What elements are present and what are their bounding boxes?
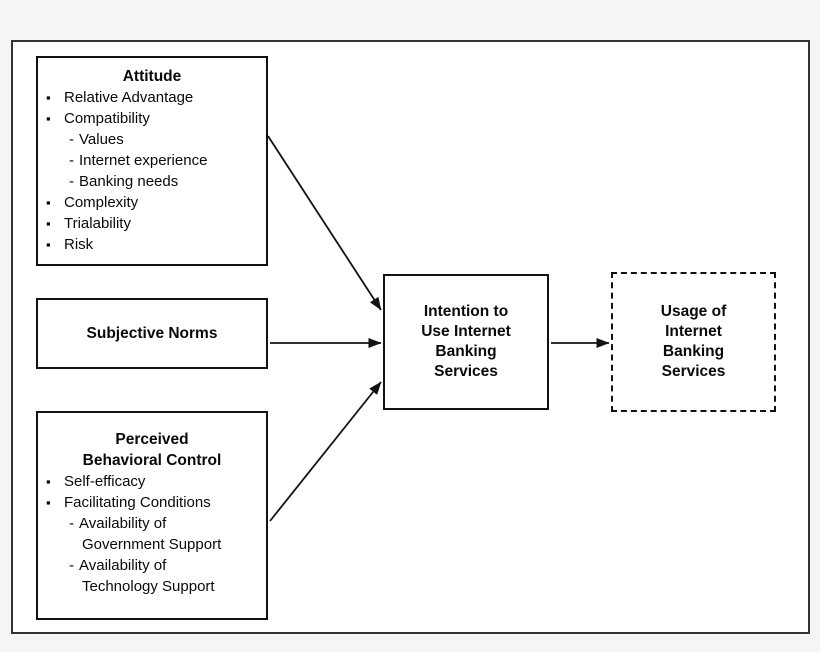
- list-item-label: Facilitating Conditions: [64, 494, 211, 511]
- intention-title-line: Intention to: [423, 303, 509, 320]
- square-bullet-marker: ▪: [46, 90, 51, 105]
- usage-box: Usage of Internet Banking Services: [611, 272, 776, 412]
- list-item-label-line2: Technology Support: [82, 578, 215, 595]
- dash-marker: -: [69, 557, 74, 574]
- square-bullet-marker: ▪: [46, 495, 51, 510]
- square-bullet-marker: ▪: [46, 216, 51, 231]
- list-item: -Banking needs: [38, 171, 266, 192]
- intention-title-line: Services: [434, 363, 498, 380]
- intention-title-line: Use Internet: [421, 323, 511, 340]
- pbc-title-line: Behavioral Control: [82, 452, 222, 469]
- list-item-label: Compatibility: [64, 110, 150, 127]
- intention-box: Intention to Use Internet Banking Servic…: [383, 274, 549, 410]
- square-bullet-marker: ▪: [46, 195, 51, 210]
- list-item: ▪ Relative Advantage: [38, 87, 266, 108]
- list-item-label: Values: [79, 131, 124, 148]
- list-item-label-line2: Government Support: [82, 536, 222, 553]
- list-item: -Availability of Technology Support: [38, 555, 266, 597]
- list-item-label: Availability of: [79, 515, 167, 532]
- pbc-title-line: Perceived: [115, 431, 189, 448]
- usage-title-line: Internet: [665, 323, 722, 340]
- list-item-label: Complexity: [64, 194, 139, 211]
- list-item-label: Trialability: [64, 215, 131, 232]
- dash-marker: -: [69, 173, 74, 190]
- perceived-behavioral-control-box: Perceived Behavioral Control ▪ Self-effic…: [36, 411, 268, 620]
- list-item: ▪ Risk: [38, 234, 266, 255]
- list-item: ▪ Trialability: [38, 213, 266, 234]
- list-item: -Internet experience: [38, 150, 266, 171]
- usage-title-line: Services: [661, 363, 726, 380]
- list-item: -Values: [38, 129, 266, 150]
- list-item: ▪ Self-efficacy: [38, 471, 266, 492]
- square-bullet-marker: ▪: [46, 474, 51, 489]
- dash-marker: -: [69, 131, 74, 148]
- subjective-norms-title: Subjective Norms: [86, 325, 218, 342]
- list-item-label: Availability of: [79, 557, 167, 574]
- list-item: ▪ Complexity: [38, 192, 266, 213]
- list-item-label: Internet experience: [79, 152, 208, 169]
- square-bullet-marker: ▪: [46, 111, 51, 126]
- list-item-label: Self-efficacy: [64, 473, 146, 490]
- list-item-label: Banking needs: [79, 173, 179, 190]
- intention-title-line: Banking: [435, 343, 497, 360]
- list-item: ▪ Facilitating Conditions: [38, 492, 266, 513]
- square-bullet-marker: ▪: [46, 237, 51, 252]
- attitude-title: Attitude: [122, 68, 182, 85]
- list-item-label: Risk: [64, 236, 94, 253]
- attitude-box: Attitude ▪ Relative Advantage ▪ Compatibil…: [36, 56, 268, 266]
- usage-title-line: Usage of: [660, 303, 727, 320]
- list-item: ▪ Compatibility: [38, 108, 266, 129]
- usage-title-line: Banking: [662, 343, 725, 360]
- list-item-label: Relative Advantage: [64, 89, 194, 106]
- dash-marker: -: [69, 515, 74, 532]
- list-item: -Availability of Government Support: [38, 513, 266, 555]
- subjective-norms-box: Subjective Norms: [36, 298, 268, 369]
- dash-marker: -: [69, 152, 74, 169]
